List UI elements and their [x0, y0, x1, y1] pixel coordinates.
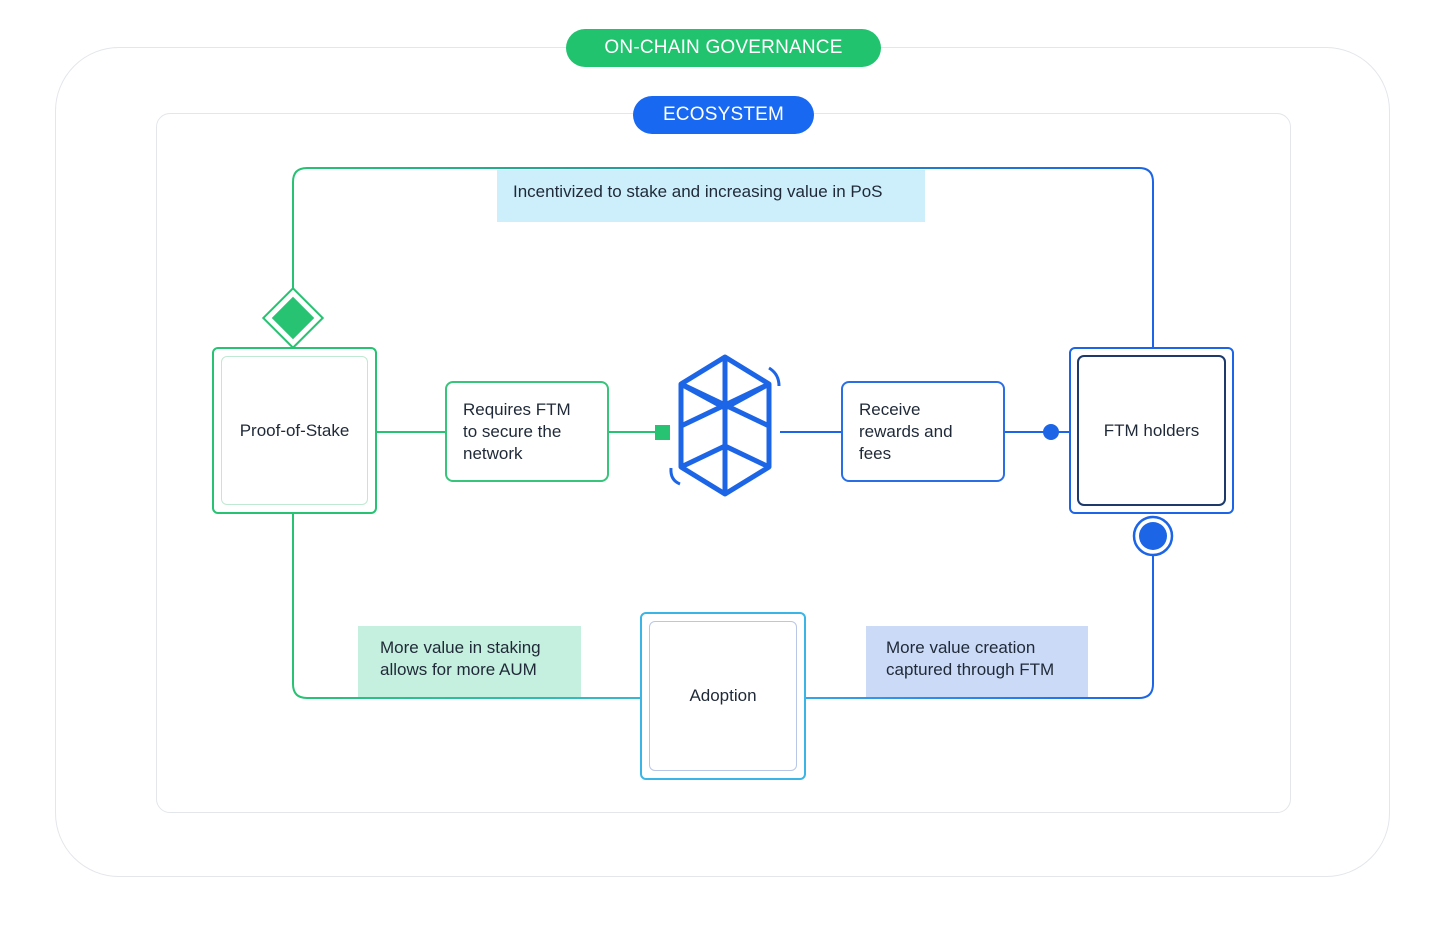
requires-ftm-line-3: network: [463, 443, 523, 463]
receive-rewards-box: Receive rewards and fees: [841, 381, 1005, 482]
adoption-node: Adoption: [640, 612, 806, 780]
receive-rewards-line-1: Receive: [859, 399, 921, 419]
ftm-holders-label: FTM holders: [1103, 420, 1200, 440]
receive-rewards-line-3: fees: [859, 443, 892, 463]
staking-value-line-2: allows for more AUM: [380, 660, 537, 679]
value-creation-line-2: captured through FTM: [886, 660, 1055, 679]
fantom-logo-icon: [669, 354, 781, 497]
incentive-text: Incentivized to stake and increasing val…: [513, 182, 883, 201]
adoption-label: Adoption: [689, 686, 757, 705]
requires-ftm-box: Requires FTM to secure the network: [445, 381, 609, 482]
ftm-holders-node: FTM holders: [1069, 347, 1234, 514]
staking-value-line-1: More value in staking: [380, 638, 541, 657]
requires-ftm-line-2: to secure the: [463, 421, 562, 441]
proof-of-stake-label: Proof-of-Stake: [239, 420, 350, 440]
square-marker: [655, 425, 670, 440]
value-creation-label: More value creation captured through FTM: [866, 626, 1088, 697]
governance-pill: ON-CHAIN GOVERNANCE: [566, 29, 881, 67]
incentive-label: Incentivized to stake and increasing val…: [497, 170, 925, 222]
ecosystem-pill: ECOSYSTEM: [633, 96, 814, 134]
requires-ftm-line-1: Requires FTM: [463, 399, 571, 419]
ring-marker: [1132, 515, 1174, 557]
diamond-marker: [261, 286, 325, 350]
ecosystem-label: ECOSYSTEM: [662, 104, 785, 125]
dot-marker: [1043, 424, 1059, 440]
receive-rewards-line-2: rewards and: [859, 421, 953, 441]
proof-of-stake-node: Proof-of-Stake: [212, 347, 377, 514]
value-creation-line-1: More value creation: [886, 638, 1036, 657]
governance-label: ON-CHAIN GOVERNANCE: [604, 37, 843, 58]
staking-value-label: More value in staking allows for more AU…: [358, 626, 581, 697]
top-loop-line: [292, 167, 1154, 347]
